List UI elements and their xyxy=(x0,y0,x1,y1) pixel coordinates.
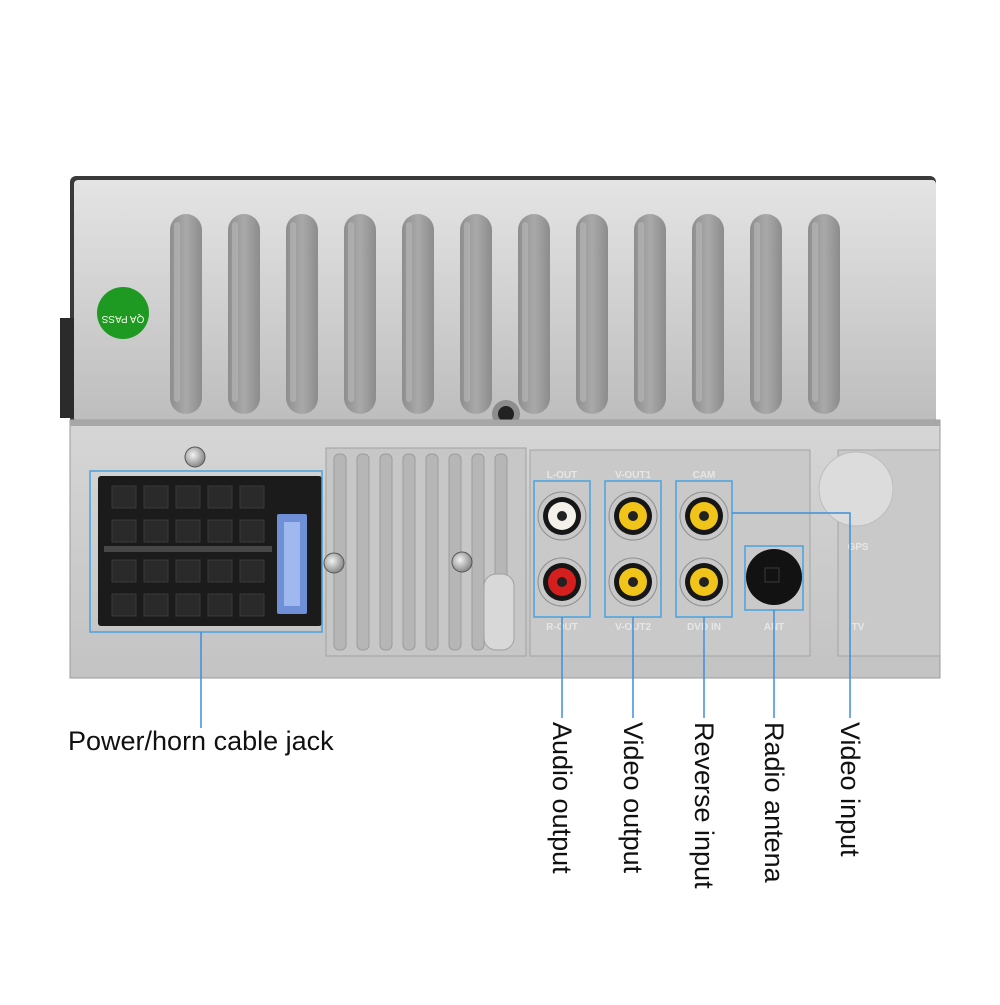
connector-pin-cell xyxy=(111,593,137,617)
rca-jack-cam-pin xyxy=(699,511,709,521)
connector-pin-cell xyxy=(143,559,169,583)
chassis-top-plate xyxy=(74,180,936,422)
port-label-vout1: V-OUT1 xyxy=(615,470,652,481)
vent-slot xyxy=(379,453,393,651)
callout-radio-antenna: Radio antena xyxy=(759,722,789,883)
vent-slot xyxy=(425,453,439,651)
connector-pin-cell xyxy=(239,559,265,583)
port-label-cam: CAM xyxy=(693,470,716,481)
screw-connector xyxy=(323,552,345,574)
power-connector xyxy=(89,470,323,633)
fin-highlight xyxy=(290,222,296,402)
connector-divider xyxy=(104,546,272,552)
rca-jack-dvd-in-pin xyxy=(699,577,709,587)
connector-pin-cell xyxy=(175,519,201,543)
fuse xyxy=(284,522,300,606)
heatsink-section: QA PASS xyxy=(60,176,936,428)
vent-tab xyxy=(483,573,515,651)
fin-highlight xyxy=(348,222,354,402)
qa-pass-badge xyxy=(97,287,149,339)
callout-audio-output: Audio output xyxy=(547,722,577,874)
port-label-tv: TV xyxy=(852,622,865,633)
fin-highlight xyxy=(522,222,528,402)
connector-pin-cell xyxy=(207,559,233,583)
connector-pin-cell xyxy=(239,593,265,617)
fin-highlight xyxy=(406,222,412,402)
rca-jack-r-out-pin xyxy=(557,577,567,587)
fin-highlight xyxy=(580,222,586,402)
fin-highlight xyxy=(754,222,760,402)
connector-pin-cell xyxy=(111,519,137,543)
vent-slots xyxy=(333,453,515,651)
port-label-gps: GPS xyxy=(847,542,868,553)
connector-pin-cell xyxy=(111,485,137,509)
fin-highlight xyxy=(638,222,644,402)
screw-vent xyxy=(451,551,473,573)
connector-pin-cell xyxy=(239,485,265,509)
connector-pin-cell xyxy=(175,485,201,509)
vent-slot xyxy=(402,453,416,651)
callout-lines xyxy=(200,512,851,728)
connector-pin-cell xyxy=(207,519,233,543)
rca-jack-v-out2-pin xyxy=(628,577,638,587)
connector-pin-cell xyxy=(207,485,233,509)
fin-highlight xyxy=(696,222,702,402)
rca-jacks xyxy=(537,491,729,607)
connector-pin-cell xyxy=(143,485,169,509)
gps-port-cap xyxy=(818,451,894,527)
side-bracket xyxy=(60,318,74,418)
vent-slot xyxy=(471,453,485,651)
heatsink-fins xyxy=(170,214,840,414)
antenna-jack xyxy=(746,549,802,605)
callout-power-cable-jack: Power/horn cable jack xyxy=(68,726,334,756)
port-label-lout: L-OUT xyxy=(547,470,578,481)
power-highlight-box xyxy=(89,470,323,633)
fin-highlight xyxy=(464,222,470,402)
plate-edge xyxy=(70,420,940,426)
callout-reverse-input: Reverse input xyxy=(689,722,719,889)
fin-highlight xyxy=(812,222,818,402)
screw-top xyxy=(184,446,206,468)
callout-video-output: Video output xyxy=(618,722,648,874)
iso-connector-pins xyxy=(104,485,272,617)
connector-pin-cell xyxy=(207,593,233,617)
rca-jack-v-out1-pin xyxy=(628,511,638,521)
callout-line-video-in xyxy=(732,512,851,718)
connector-pin-cell xyxy=(111,559,137,583)
fin-highlight xyxy=(232,222,238,402)
callout-video-input: Video input xyxy=(835,722,865,857)
mount-hole xyxy=(498,406,514,422)
rca-jack-l-out-pin xyxy=(557,511,567,521)
qa-pass-badge-text: QA PASS xyxy=(101,313,144,324)
fin-highlight xyxy=(174,222,180,402)
antenna-jack-center xyxy=(764,567,780,583)
connector-pin-cell xyxy=(175,559,201,583)
connector-pin-cell xyxy=(143,519,169,543)
vent-slot xyxy=(356,453,370,651)
connector-pin-cell xyxy=(239,519,265,543)
connector-pin-cell xyxy=(175,593,201,617)
connector-pin-cell xyxy=(143,593,169,617)
vent-slot xyxy=(333,453,347,651)
